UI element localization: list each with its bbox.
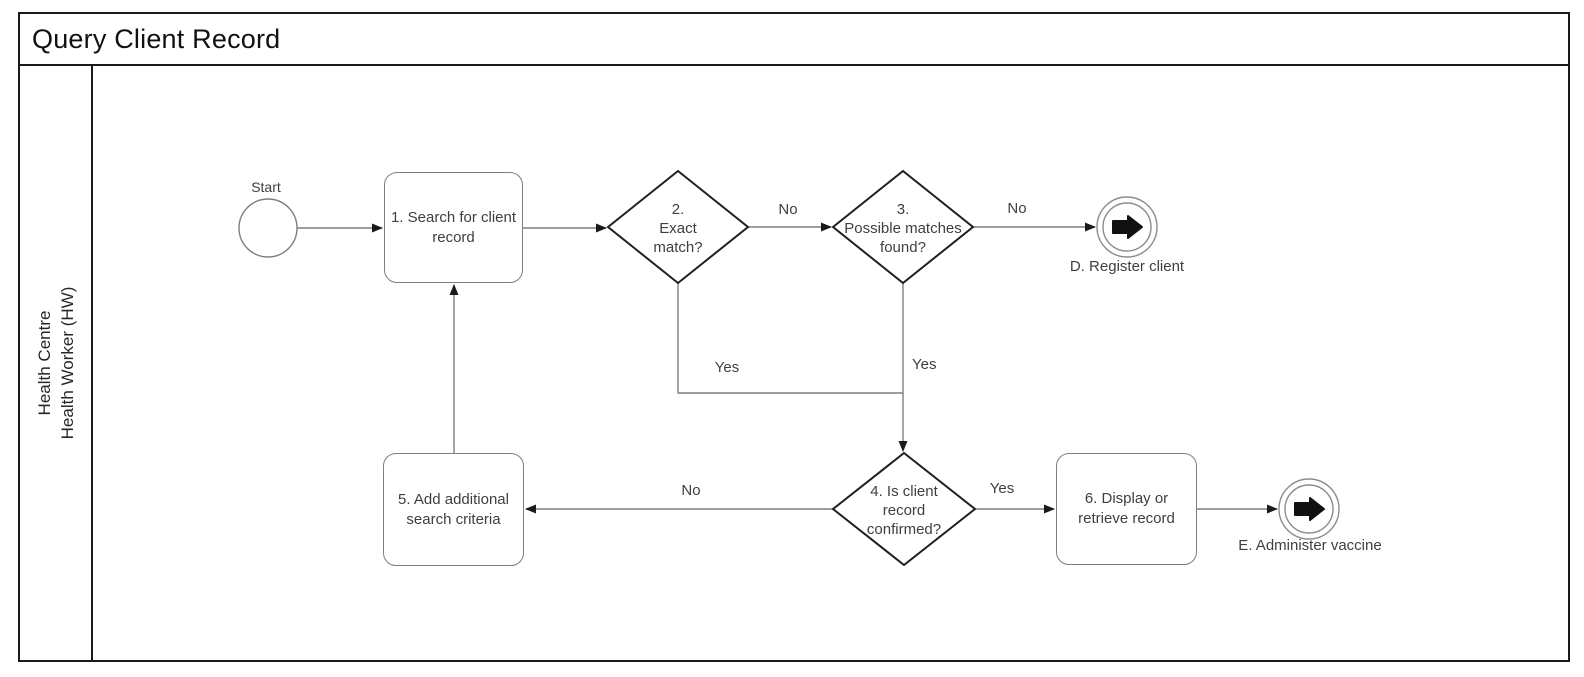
pool-title: Query Client Record xyxy=(32,23,281,54)
flow-gw2-yes-join xyxy=(677,283,903,394)
task-5-add-additional-search-criteria: 5. Add additional search criteria xyxy=(383,453,524,566)
start-event-circle xyxy=(238,198,298,258)
pool-frame: Query Client Record Health Centre Health… xyxy=(18,12,1570,662)
end-event-d xyxy=(1096,196,1158,258)
lane-label-line-2: Health Worker (HW) xyxy=(57,286,77,440)
gateway-2-diamond xyxy=(606,169,750,285)
end-event-e xyxy=(1278,478,1340,540)
task-1-search-for-client-record: 1. Search for client record xyxy=(384,172,523,283)
edge-label-gw3-no: No xyxy=(1007,200,1027,217)
end-event-e-label: E. Administer vaccine xyxy=(1238,537,1382,554)
link-arrow-icon xyxy=(1294,497,1325,521)
edge-label-gw4-yes: Yes xyxy=(989,480,1015,497)
link-arrow-icon xyxy=(1112,215,1143,239)
start-event-label: Start xyxy=(251,179,281,195)
edge-label-gw2-yes: Yes xyxy=(714,359,740,376)
lane-label-line-1: Health Centre xyxy=(34,310,54,416)
gateway-4-diamond xyxy=(831,451,977,567)
edge-label-gw2-no: No xyxy=(778,201,798,218)
lane-label-column: Health Centre Health Worker (HW) xyxy=(20,66,93,660)
lane-label: Health Centre Health Worker (HW) xyxy=(33,287,79,440)
edge-label-gw4-no: No xyxy=(681,482,701,499)
end-event-d-label: D. Register client xyxy=(1069,258,1185,275)
task-6-display-or-retrieve-record: 6. Display or retrieve record xyxy=(1056,453,1197,565)
edge-label-gw3-yes: Yes xyxy=(912,356,937,373)
gateway-3-diamond xyxy=(831,169,975,285)
pool-header: Query Client Record xyxy=(20,14,1568,66)
